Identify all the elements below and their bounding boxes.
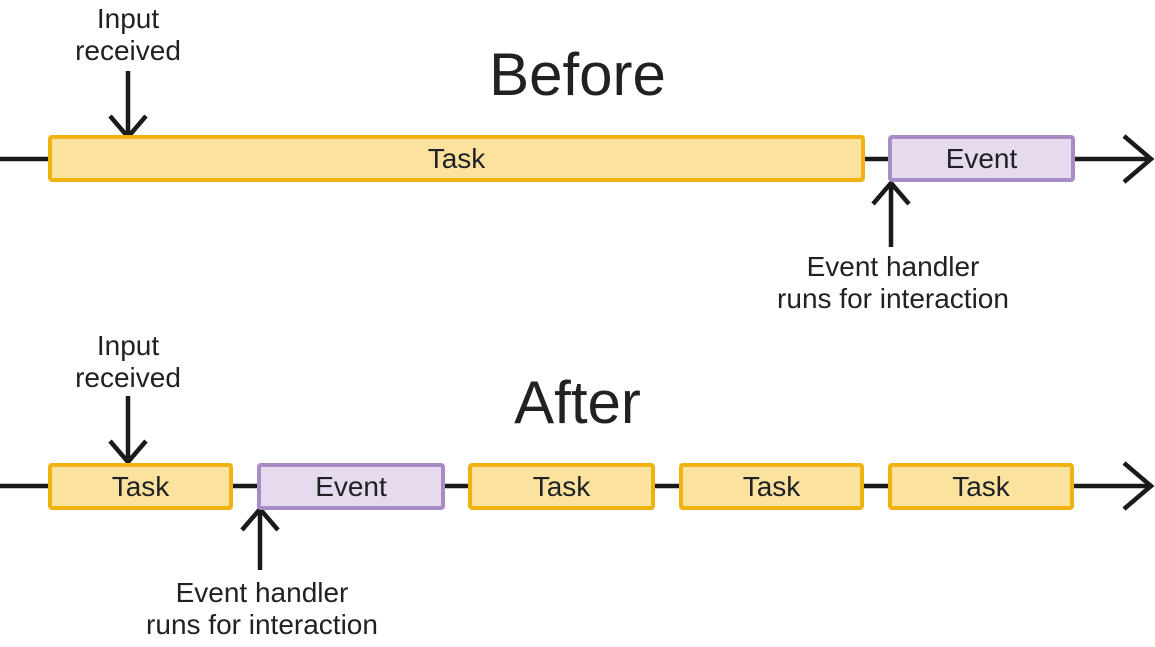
before-event-box: Event: [888, 135, 1075, 182]
after-event-label: Event: [315, 470, 387, 502]
after-task-box-3: Task: [679, 463, 864, 510]
before-handler-label: Event handler runs for interaction: [723, 251, 1063, 315]
after-timeline-arrowhead-icon: [1122, 461, 1155, 511]
before-task-box: Task: [48, 135, 865, 182]
after-handler-label: Event handler runs for interaction: [92, 577, 432, 641]
after-task-box-4: Task: [888, 463, 1074, 510]
after-handler-label-line1: Event handler: [175, 577, 349, 608]
before-input-label-line1: Input: [96, 3, 160, 34]
before-input-label: Input received: [28, 3, 228, 67]
before-title: Before: [489, 41, 666, 108]
after-task-label-3: Task: [742, 470, 801, 502]
after-input-label-line1: Input: [96, 330, 160, 361]
after-input-arrow-head-icon: [108, 439, 148, 466]
after-title: After: [514, 369, 641, 436]
before-handler-label-line1: Event handler: [806, 251, 980, 282]
after-input-label: Input received: [28, 330, 228, 394]
before-event-label: Event: [945, 142, 1018, 174]
after-task-label-2: Task: [532, 470, 591, 502]
before-task-label: Task: [427, 142, 486, 174]
after-input-label-line2: received: [75, 362, 181, 393]
after-handler-label-line2: runs for interaction: [146, 609, 378, 640]
after-task-box-2: Task: [468, 463, 655, 510]
after-handler-arrow-head-icon: [240, 505, 280, 532]
after-task-box-1: Task: [48, 463, 233, 510]
before-handler-arrow-head-icon: [871, 179, 911, 206]
after-event-box: Event: [257, 463, 445, 510]
after-task-label-1: Task: [111, 470, 170, 502]
before-input-arrow-head-icon: [108, 114, 148, 141]
after-task-label-4: Task: [952, 470, 1010, 502]
before-timeline-arrowhead-icon: [1122, 134, 1155, 184]
before-handler-label-line2: runs for interaction: [777, 283, 1009, 314]
before-input-label-line2: received: [75, 35, 181, 66]
